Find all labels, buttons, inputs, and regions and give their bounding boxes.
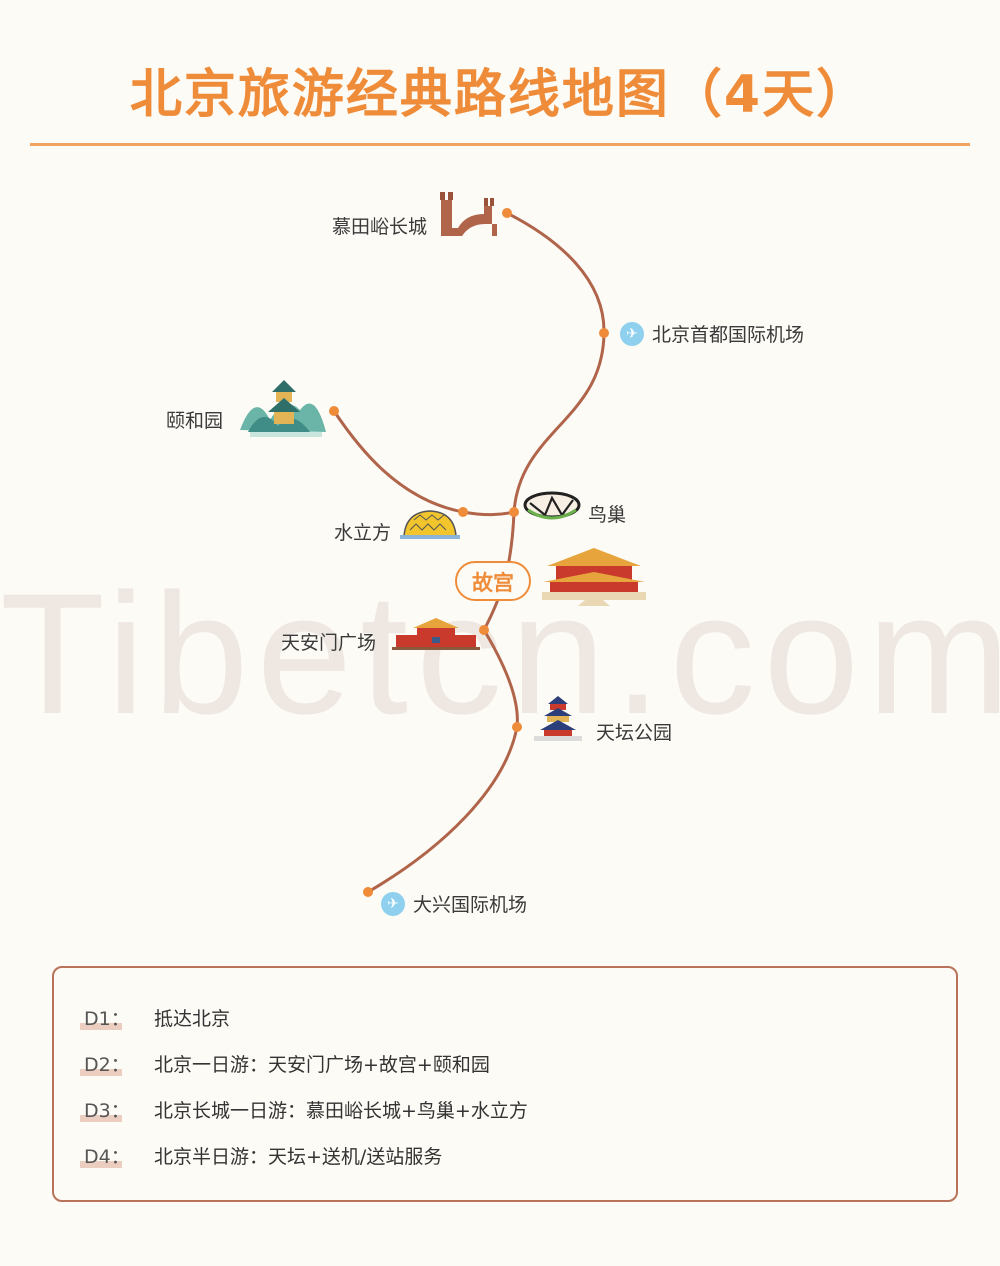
temple-of-heaven-icon [534, 696, 582, 741]
itinerary-row: D4： 北京半日游：天坛+送机/送站服务 [80, 1140, 443, 1170]
itinerary-day: D2： [80, 1050, 148, 1077]
great-wall-icon [440, 192, 497, 236]
label-mutianyu: 慕田峪长城 [332, 216, 428, 238]
itinerary-row: D3： 北京长城一日游：慕田峪长城+鸟巢+水立方 [80, 1094, 528, 1124]
water-cube-icon [400, 510, 460, 539]
stop-dot-mutianyu [502, 208, 512, 218]
itinerary-row: D1： 抵达北京 [80, 1002, 231, 1032]
label-capital-airport-text: 北京首都国际机场 [652, 324, 805, 346]
itinerary-day: D1： [80, 1004, 148, 1031]
stop-dot-daxing-airport [363, 887, 373, 897]
bird-nest-icon [523, 491, 581, 520]
tiananmen-icon [392, 618, 480, 650]
stop-dot-bird-nest [509, 507, 519, 517]
airplane-icon: ✈ [381, 891, 405, 916]
label-capital-airport: ✈ 北京首都国际机场 [620, 320, 804, 347]
route-line-main [367, 211, 606, 894]
stop-dot-water-cube [458, 507, 468, 517]
itinerary-text: 北京一日游：天安门广场+故宫+颐和园 [154, 1053, 490, 1076]
route-line-branch [332, 410, 515, 517]
forbidden-city-badge: 故宫 [455, 561, 531, 601]
label-daxing-airport: ✈ 大兴国际机场 [381, 890, 527, 917]
itinerary-day: D4： [80, 1142, 148, 1169]
label-daxing-airport-text: 大兴国际机场 [413, 894, 528, 916]
page-title: 北京旅游经典路线地图（4天） [129, 65, 871, 125]
itinerary-text: 抵达北京 [154, 1007, 231, 1030]
route-map [240, 192, 646, 897]
itinerary-text: 北京半日游：天坛+送机/送站服务 [154, 1145, 443, 1168]
label-tiananmen: 天安门广场 [281, 632, 377, 654]
label-summer-palace: 颐和园 [166, 410, 224, 432]
stop-dot-tiananmen [479, 625, 489, 635]
airplane-icon: ✈ [620, 321, 644, 346]
itinerary-text: 北京长城一日游：慕田峪长城+鸟巢+水立方 [154, 1099, 528, 1122]
title-divider [30, 143, 970, 146]
summer-palace-icon [240, 380, 326, 437]
itinerary-panel: D1： 抵达北京 D2： 北京一日游：天安门广场+故宫+颐和园 D3： 北京长城… [52, 966, 958, 1202]
label-bird-nest: 鸟巢 [588, 504, 627, 526]
label-water-cube: 水立方 [334, 522, 392, 544]
itinerary-row: D2： 北京一日游：天安门广场+故宫+颐和园 [80, 1048, 490, 1078]
label-temple-of-heaven: 天坛公园 [596, 722, 673, 744]
forbidden-city-icon [542, 548, 646, 606]
stop-dot-summer-palace [329, 406, 339, 416]
stop-dot-temple-of-heaven [512, 722, 522, 732]
stop-dot-capital-airport [599, 328, 609, 338]
itinerary-day: D3： [80, 1096, 148, 1123]
